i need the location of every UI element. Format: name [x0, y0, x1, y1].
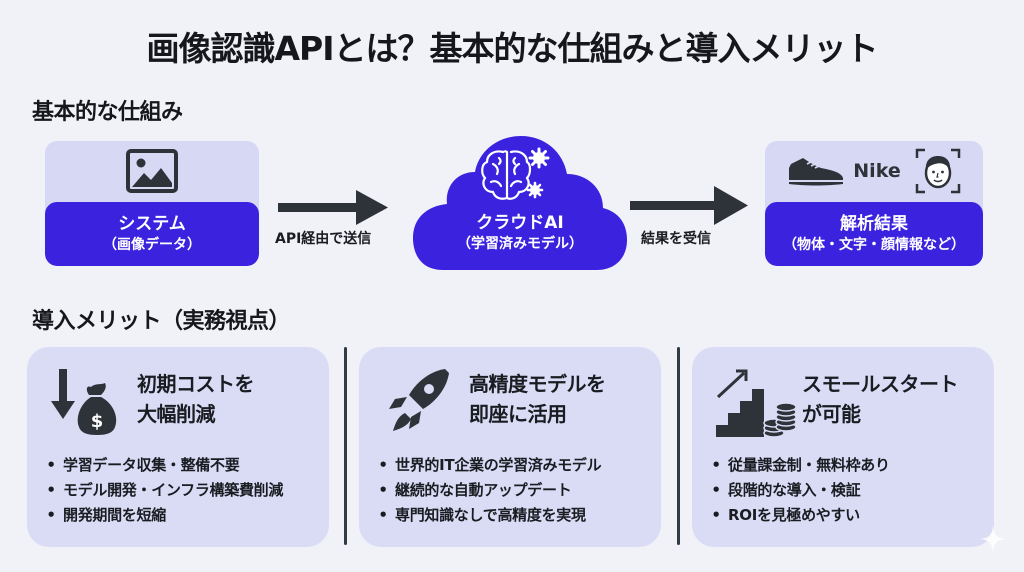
bullet-list: 世界的IT企業の学習済みモデル 継続的な自動アップデート 専門知識なしで高精度を… [373, 453, 602, 528]
list-item: 世界的IT企業の学習済みモデル [373, 453, 602, 478]
result-box: Nike 解析結果 （物体・文字・顔情報など） [765, 141, 983, 266]
bullet-list: 学習データ収集・整備不要 モデル開発・インフラ構築費削減 開発期間を短縮 [41, 453, 283, 528]
list-item: 段階的な導入・検証 [706, 478, 890, 503]
list-item: モデル開発・インフラ構築費削減 [41, 478, 283, 503]
cloud-ai-text: クラウドAI （学習済みモデル） [413, 212, 627, 254]
section-title-merits: 導入メリット（実務視点） [32, 309, 291, 334]
image-icon [126, 149, 178, 193]
card-heading-line2: 大幅削減 [137, 402, 216, 426]
rocket-icon [389, 369, 449, 431]
sparkle-icon [980, 526, 1006, 552]
card-heading: 高精度モデルを 即座に活用 [469, 369, 606, 429]
section-title-mechanism: 基本的な仕組み [32, 100, 183, 125]
merit-card-small-start: スモールスタート が可能 従量課金制・無料枠あり 段階的な導入・検証 ROIを見… [692, 347, 994, 547]
card-heading-line1: スモールスタート [802, 372, 959, 396]
cloud-ai-sublabel: （学習済みモデル） [457, 236, 583, 252]
result-sublabel: （物体・文字・顔情報など） [783, 237, 965, 253]
merit-card-accuracy: 高精度モデルを 即座に活用 世界的IT企業の学習済みモデル 継続的な自動アップデ… [359, 347, 661, 547]
arrow-right-icon [630, 186, 748, 225]
list-item: ROIを見極めやすい [706, 503, 890, 528]
card-heading: スモールスタート が可能 [802, 369, 959, 429]
card-heading-line2: が可能 [802, 402, 861, 426]
cloud-ai-shape [413, 136, 627, 270]
divider [344, 347, 347, 545]
result-label: 解析結果 [840, 214, 908, 234]
card-heading-line2: 即座に活用 [469, 402, 567, 426]
brand-label: Nike [853, 160, 901, 182]
brain-gears-icon [481, 147, 550, 200]
list-item: 継続的な自動アップデート [373, 478, 601, 503]
system-box: システム （画像データ） [45, 141, 259, 266]
cloud-ai-label: クラウドAI [476, 213, 564, 233]
stairs-coins-growth-icon [716, 369, 796, 437]
system-label: システム [118, 214, 186, 234]
card-heading-line1: 高精度モデルを [469, 372, 606, 396]
card-heading-line1: 初期コストを [137, 372, 255, 396]
page-title: 画像認識APIとは？基本的な仕組みと導入メリット [146, 29, 878, 68]
divider [677, 347, 680, 545]
list-item: 専門知識なしで高精度を実現 [373, 503, 601, 528]
card-heading: 初期コストを 大幅削減 [137, 369, 255, 429]
list-item: 学習データ収集・整備不要 [41, 453, 283, 478]
arrow-receive-label: 結果を受信 [641, 231, 711, 247]
list-item: 従量課金制・無料枠あり [706, 453, 890, 478]
svg-text:$: $ [91, 411, 104, 432]
face-scan-icon [915, 148, 960, 194]
system-sublabel: （画像データ） [103, 237, 201, 253]
arrow-send-label: API経由で送信 [275, 231, 372, 247]
sneaker-icon [789, 158, 844, 186]
cost-down-moneybag-icon: $ [51, 369, 117, 435]
merit-card-cost: $ 初期コストを 大幅削減 学習データ収集・整備不要 モデル開発・インフラ構築費… [27, 347, 329, 547]
list-item: 開発期間を短縮 [41, 503, 283, 528]
bullet-list: 従量課金制・無料枠あり 段階的な導入・検証 ROIを見極めやすい [706, 453, 890, 528]
arrow-right-icon [278, 190, 388, 225]
